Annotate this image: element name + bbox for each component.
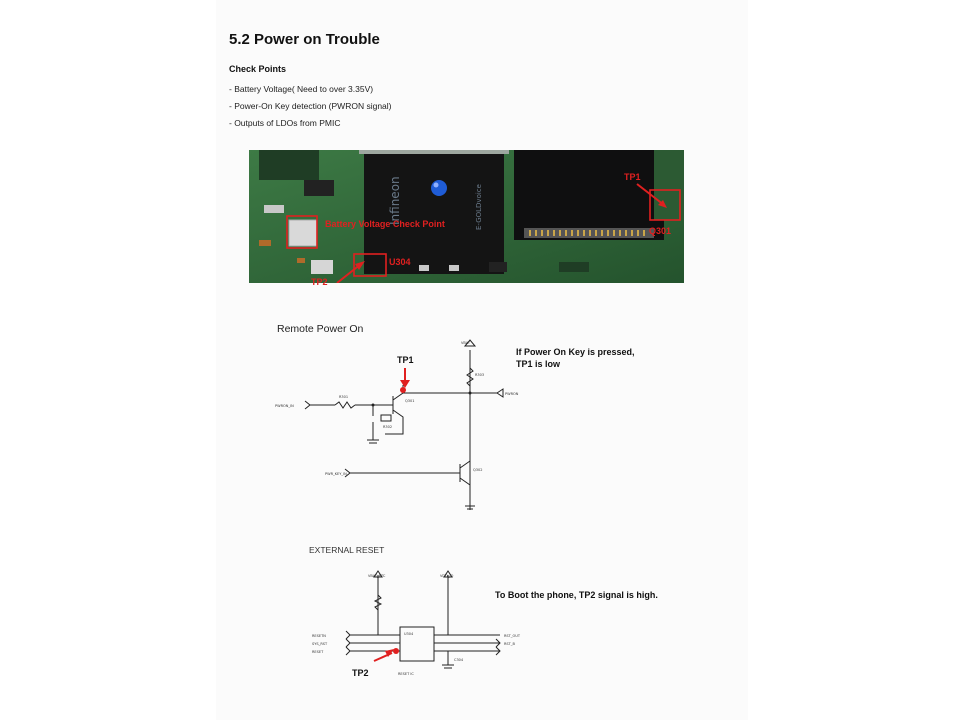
svg-text:RESET: RESET (312, 650, 324, 654)
svg-text:SYS_RST: SYS_RST (312, 642, 328, 646)
boot-note: To Boot the phone, TP2 signal is high. (495, 590, 658, 600)
document-page (216, 0, 748, 720)
check-point-item: - Battery Voltage( Need to over 3.35V) (229, 84, 374, 94)
page-title: 5.2 Power on Trouble (229, 31, 380, 48)
svg-text:RESET IC: RESET IC (398, 672, 414, 676)
svg-text:VBAT: VBAT (461, 341, 471, 345)
remote-power-on-schematic: PWRON_IN R301 Q301 R302 PWRON VBAT R303 … (275, 339, 519, 510)
svg-text:RESETN: RESETN (312, 634, 326, 638)
check-points-list: - Battery Voltage( Need to over 3.35V) -… (229, 83, 392, 134)
power-on-note-line1: If Power On Key is pressed, (516, 347, 635, 357)
svg-text:VDD_IO: VDD_IO (440, 574, 454, 578)
check-point-item: - Outputs of LDOs from PMIC (229, 118, 341, 128)
photo-tp1-label: TP1 (624, 172, 641, 182)
check-point-item: - Power-On Key detection (PWRON signal) (229, 101, 392, 111)
chip-brand: Infineon (388, 176, 402, 225)
external-reset-heading: EXTERNAL RESET (309, 545, 385, 555)
power-on-note-line2: TP1 is low (516, 359, 561, 369)
svg-text:VBAT_RTC: VBAT_RTC (368, 574, 386, 578)
pcb-photo: Infineon E-GOLDvoice (249, 150, 684, 283)
schematic-tp2-label: TP2 (352, 668, 369, 678)
svg-text:U304: U304 (404, 632, 414, 636)
schematic-tp1-label: TP1 (397, 355, 414, 365)
svg-text:RST_B: RST_B (504, 642, 516, 646)
svg-text:PWR_KEY_IN: PWR_KEY_IN (325, 472, 347, 476)
svg-text:RST_OUT: RST_OUT (504, 634, 521, 638)
svg-text:PWRON: PWRON (505, 392, 519, 396)
q301-label: Q301 (649, 226, 672, 236)
power-on-note: If Power On Key is pressed, TP1 is low (516, 346, 635, 370)
svg-text:C304: C304 (454, 658, 464, 662)
svg-text:R302: R302 (383, 425, 392, 429)
svg-text:R303: R303 (475, 373, 484, 377)
svg-text:R301: R301 (339, 395, 348, 399)
photo-tp2-label: TP2 (311, 277, 328, 287)
svg-text:Q301: Q301 (405, 399, 414, 403)
svg-text:Q302: Q302 (473, 468, 482, 472)
battery-check-label: Battery Voltage Check Point (325, 219, 445, 229)
svg-text:PWRON_IN: PWRON_IN (275, 404, 294, 408)
chip-part: E-GOLDvoice (475, 184, 483, 230)
external-reset-schematic: VBAT_RTC VDD_IO RESETN SYS_RST RESET RST… (312, 570, 521, 676)
check-points-heading: Check Points (229, 64, 287, 74)
remote-power-on-heading: Remote Power On (277, 323, 364, 335)
u304-label: U304 (389, 257, 411, 267)
